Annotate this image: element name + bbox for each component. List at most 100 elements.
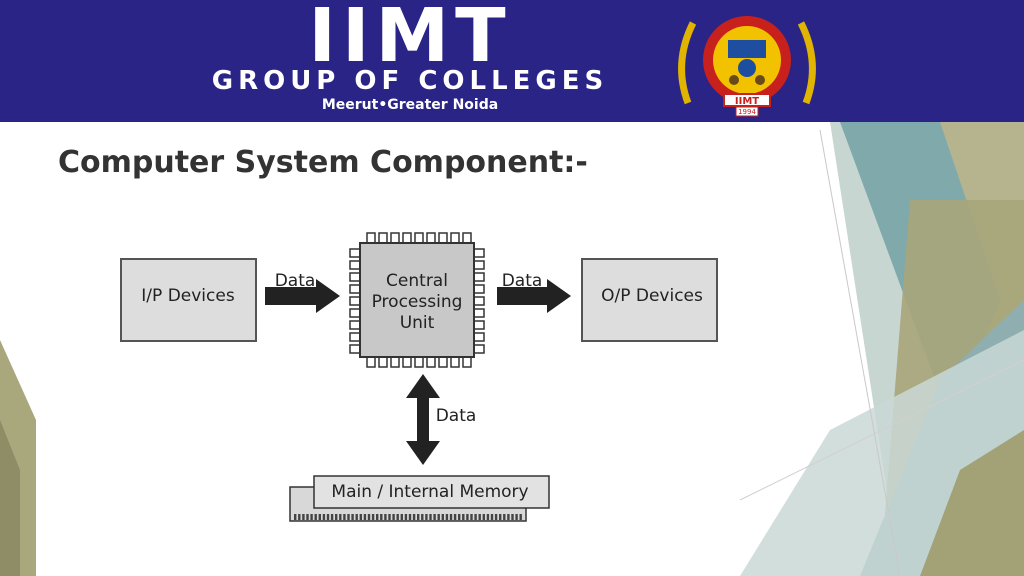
cpu-pin bbox=[349, 320, 361, 330]
cpu-label-line1: Central bbox=[386, 271, 448, 291]
data-label-left: Data bbox=[275, 271, 316, 291]
college-emblem-icon: IIMT 1994 bbox=[678, 16, 816, 117]
cpu-pin bbox=[378, 356, 388, 368]
main-memory-module: Main / Internal Memory bbox=[289, 475, 550, 522]
output-devices-label: O/P Devices bbox=[601, 286, 703, 306]
memory-tooth bbox=[412, 514, 416, 520]
output-devices-box: O/P Devices bbox=[581, 258, 718, 342]
memory-tooth bbox=[302, 514, 305, 520]
cpu-pin bbox=[414, 232, 424, 244]
cpu-label-line3: Unit bbox=[400, 313, 435, 333]
memory-tooth bbox=[421, 514, 424, 520]
cpu-pin bbox=[450, 232, 460, 244]
memory-tooth bbox=[322, 514, 326, 520]
memory-label: Main / Internal Memory bbox=[331, 482, 528, 502]
memory-tooth bbox=[437, 514, 440, 520]
data-arrow-cpu-memory: Data bbox=[406, 374, 476, 465]
cpu-label-line2: Processing bbox=[372, 292, 463, 312]
cpu-pin bbox=[366, 232, 376, 244]
memory-tooth bbox=[359, 514, 362, 520]
cpu-pin bbox=[438, 232, 448, 244]
memory-tooth bbox=[376, 514, 379, 520]
memory-connector-teeth bbox=[294, 514, 522, 520]
data-arrow-cpu-to-output: Data bbox=[497, 271, 571, 313]
memory-tooth bbox=[392, 514, 395, 520]
memory-tooth bbox=[347, 514, 350, 520]
cpu-pin bbox=[473, 308, 485, 318]
cpu-pin bbox=[402, 356, 412, 368]
emblem-banner-text: IIMT bbox=[735, 96, 759, 107]
memory-tooth bbox=[306, 514, 309, 520]
cpu-pin bbox=[349, 248, 361, 258]
cpu-pin bbox=[473, 332, 485, 342]
memory-tooth bbox=[330, 514, 334, 520]
cpu-pin bbox=[473, 260, 485, 270]
memory-tooth bbox=[355, 514, 358, 520]
memory-tooth bbox=[470, 514, 473, 520]
memory-tooth bbox=[404, 514, 408, 520]
logo-location: Meerut•Greater Noida bbox=[321, 97, 499, 113]
memory-tooth bbox=[400, 514, 403, 520]
cpu-pin bbox=[450, 356, 460, 368]
memory-tooth bbox=[462, 514, 465, 520]
cpu-pin bbox=[349, 272, 361, 282]
cpu-pin bbox=[414, 356, 424, 368]
emblem-year: 1994 bbox=[738, 108, 756, 116]
memory-tooth bbox=[458, 514, 461, 520]
memory-tooth bbox=[478, 514, 481, 520]
memory-tooth bbox=[445, 514, 449, 520]
cpu-pin bbox=[349, 284, 361, 294]
cpu-pin bbox=[349, 260, 361, 270]
memory-tooth bbox=[466, 514, 469, 520]
memory-tooth bbox=[310, 514, 313, 520]
logo-subtitle: GROUP OF COLLEGES bbox=[211, 66, 609, 96]
memory-tooth bbox=[453, 514, 457, 520]
memory-tooth bbox=[449, 514, 453, 520]
memory-tooth bbox=[388, 514, 391, 520]
cpu-pin bbox=[349, 296, 361, 306]
cpu-pin bbox=[473, 272, 485, 282]
memory-tooth bbox=[425, 514, 428, 520]
cpu-pin bbox=[402, 232, 412, 244]
cpu-pin bbox=[349, 344, 361, 354]
cpu-pin bbox=[426, 356, 436, 368]
data-label-right: Data bbox=[502, 271, 543, 291]
cpu-pin bbox=[473, 344, 485, 354]
memory-tooth bbox=[482, 514, 485, 520]
memory-tooth bbox=[519, 514, 522, 520]
memory-tooth bbox=[380, 514, 383, 520]
logo-main-text: IIMT bbox=[308, 0, 512, 79]
memory-tooth bbox=[363, 514, 367, 520]
memory-tooth bbox=[314, 514, 317, 520]
memory-tooth bbox=[494, 514, 498, 520]
memory-tooth bbox=[486, 514, 490, 520]
memory-tooth bbox=[351, 514, 354, 520]
cpu-pin bbox=[462, 232, 472, 244]
memory-tooth bbox=[441, 514, 444, 520]
memory-tooth bbox=[396, 514, 399, 520]
cpu-chip: Central Processing Unit bbox=[349, 232, 485, 368]
memory-tooth bbox=[503, 514, 506, 520]
memory-tooth bbox=[507, 514, 510, 520]
memory-tooth bbox=[384, 514, 387, 520]
cpu-pin bbox=[473, 296, 485, 306]
cpu-pin bbox=[378, 232, 388, 244]
memory-tooth bbox=[408, 514, 412, 520]
memory-tooth bbox=[339, 514, 342, 520]
cpu-pin bbox=[349, 332, 361, 342]
cpu-pin bbox=[473, 284, 485, 294]
memory-tooth bbox=[318, 514, 321, 520]
memory-tooth bbox=[433, 514, 436, 520]
input-devices-box: I/P Devices bbox=[120, 258, 257, 342]
data-arrow-input-to-cpu: Data bbox=[265, 271, 340, 313]
memory-tooth bbox=[298, 514, 301, 520]
cpu-pin bbox=[426, 232, 436, 244]
slide-title: Computer System Component:- bbox=[58, 145, 588, 180]
cpu-pin bbox=[438, 356, 448, 368]
memory-tooth bbox=[326, 514, 330, 520]
memory-tooth bbox=[499, 514, 502, 520]
memory-tooth bbox=[294, 514, 297, 520]
college-header-banner: IIMT GROUP OF COLLEGES Meerut•Greater No… bbox=[0, 0, 1024, 122]
cpu-pin bbox=[366, 356, 376, 368]
